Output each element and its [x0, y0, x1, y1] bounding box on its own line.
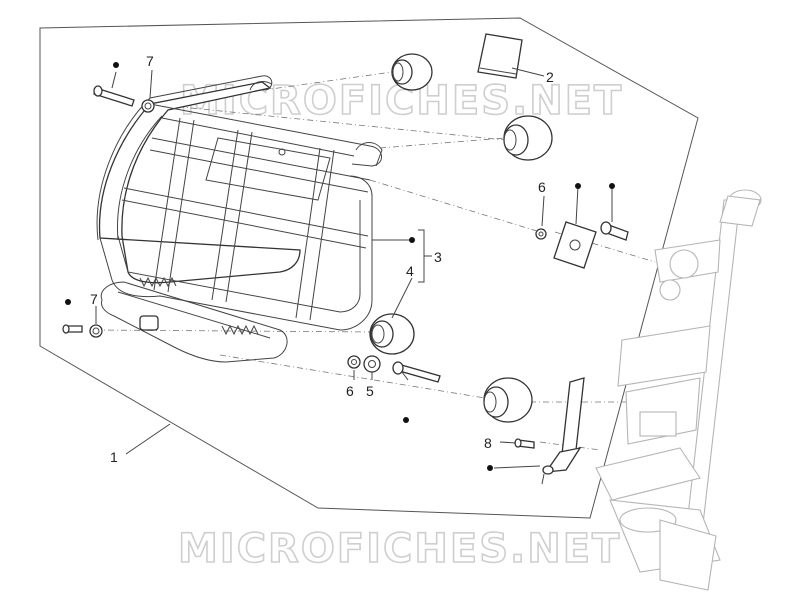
- nut-lower: [89, 324, 103, 338]
- support-bracket: [541, 377, 585, 485]
- callout-3: 3: [434, 249, 442, 265]
- callout-2: 2: [546, 69, 554, 85]
- rubber-buffer-lower-right: [483, 377, 533, 423]
- spring-right: [221, 324, 259, 336]
- screw-8: [514, 438, 535, 449]
- leader-lines: [95, 67, 613, 469]
- callout-5: 5: [366, 383, 374, 399]
- rubber-buffer-middle: [503, 115, 553, 161]
- adhesive-pad: [477, 33, 523, 79]
- callout-1: 1: [110, 449, 118, 465]
- callout-7-top: 7: [146, 53, 154, 69]
- reference-dots: [65, 62, 615, 471]
- mounting-plate: [553, 221, 597, 269]
- screw-lower: [62, 324, 83, 334]
- rubber-buffer-top: [391, 53, 433, 91]
- group-bracket: [418, 229, 425, 283]
- callout-6-lower: 6: [346, 383, 354, 399]
- washer-6-upper: [535, 228, 547, 240]
- watermark-bottom: MICROFICHES.NET: [178, 526, 621, 572]
- bolt-top: [93, 85, 135, 107]
- steering-column-ghost: [595, 189, 762, 591]
- callout-8: 8: [484, 435, 492, 451]
- short-bolt: [600, 221, 629, 241]
- callout-7-lower: 7: [90, 291, 98, 307]
- callout-6-upper: 6: [538, 179, 546, 195]
- spacer-5: [363, 355, 381, 373]
- washer-6-lower: [347, 355, 361, 369]
- luggage-rack: [96, 75, 383, 363]
- callout-4: 4: [406, 263, 414, 279]
- assembly-frame: [39, 17, 699, 519]
- long-bolt: [392, 361, 441, 383]
- nut-top: [141, 99, 155, 113]
- spring-left: [139, 276, 177, 288]
- rubber-buffer-lower-left: [369, 313, 415, 355]
